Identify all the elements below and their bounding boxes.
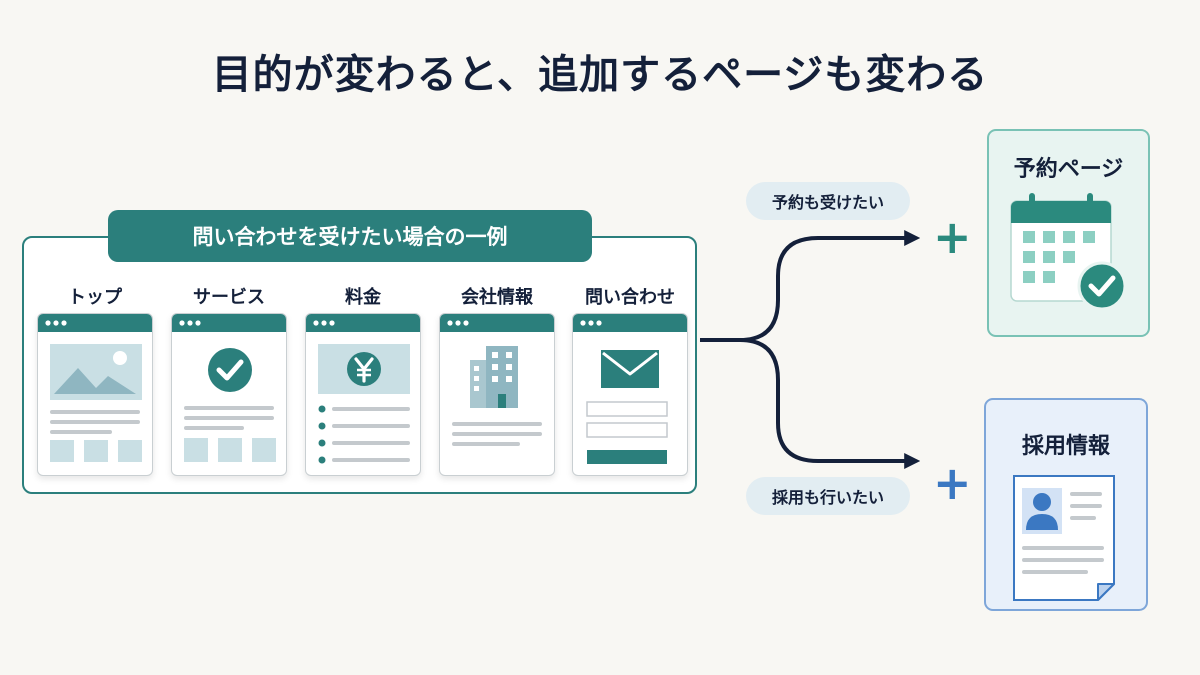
page-label-company: 会社情報 <box>461 287 533 308</box>
calendar-check-icon <box>1010 193 1127 311</box>
condition-pill-reservation: 予約も受けたい <box>746 182 910 220</box>
page-label-service: サービス <box>193 287 265 308</box>
page-card-company <box>439 313 555 476</box>
result-title-reservation: 予約ページ <box>1013 157 1124 182</box>
result-title-recruiting: 採用情報 <box>1021 434 1110 459</box>
building-icon <box>470 346 518 408</box>
plus-icon: + <box>933 456 972 510</box>
check-circle-icon <box>208 348 252 392</box>
image-placeholder-icon <box>50 344 142 400</box>
result-box-reservation: 予約ページ <box>987 129 1150 337</box>
page-label-top: トップ <box>68 287 122 308</box>
page-card-service <box>171 313 287 476</box>
page-title: 目的が変わると、追加するページも変わる <box>211 52 989 98</box>
plus-icon: + <box>933 210 972 264</box>
page-card-contact <box>572 313 688 476</box>
resume-document-icon <box>1013 475 1115 601</box>
page-label-contact: 問い合わせ <box>585 287 675 308</box>
condition-pill-recruiting: 採用も行いたい <box>746 477 910 515</box>
group-label: 問い合わせを受けたい場合の一例 <box>108 210 592 262</box>
page-label-pricing: 料金 <box>345 287 381 308</box>
yen-icon <box>347 352 381 386</box>
page-card-top <box>37 313 153 476</box>
result-box-recruiting: 採用情報 <box>984 398 1148 611</box>
envelope-icon <box>601 350 659 388</box>
page-card-pricing <box>305 313 421 476</box>
